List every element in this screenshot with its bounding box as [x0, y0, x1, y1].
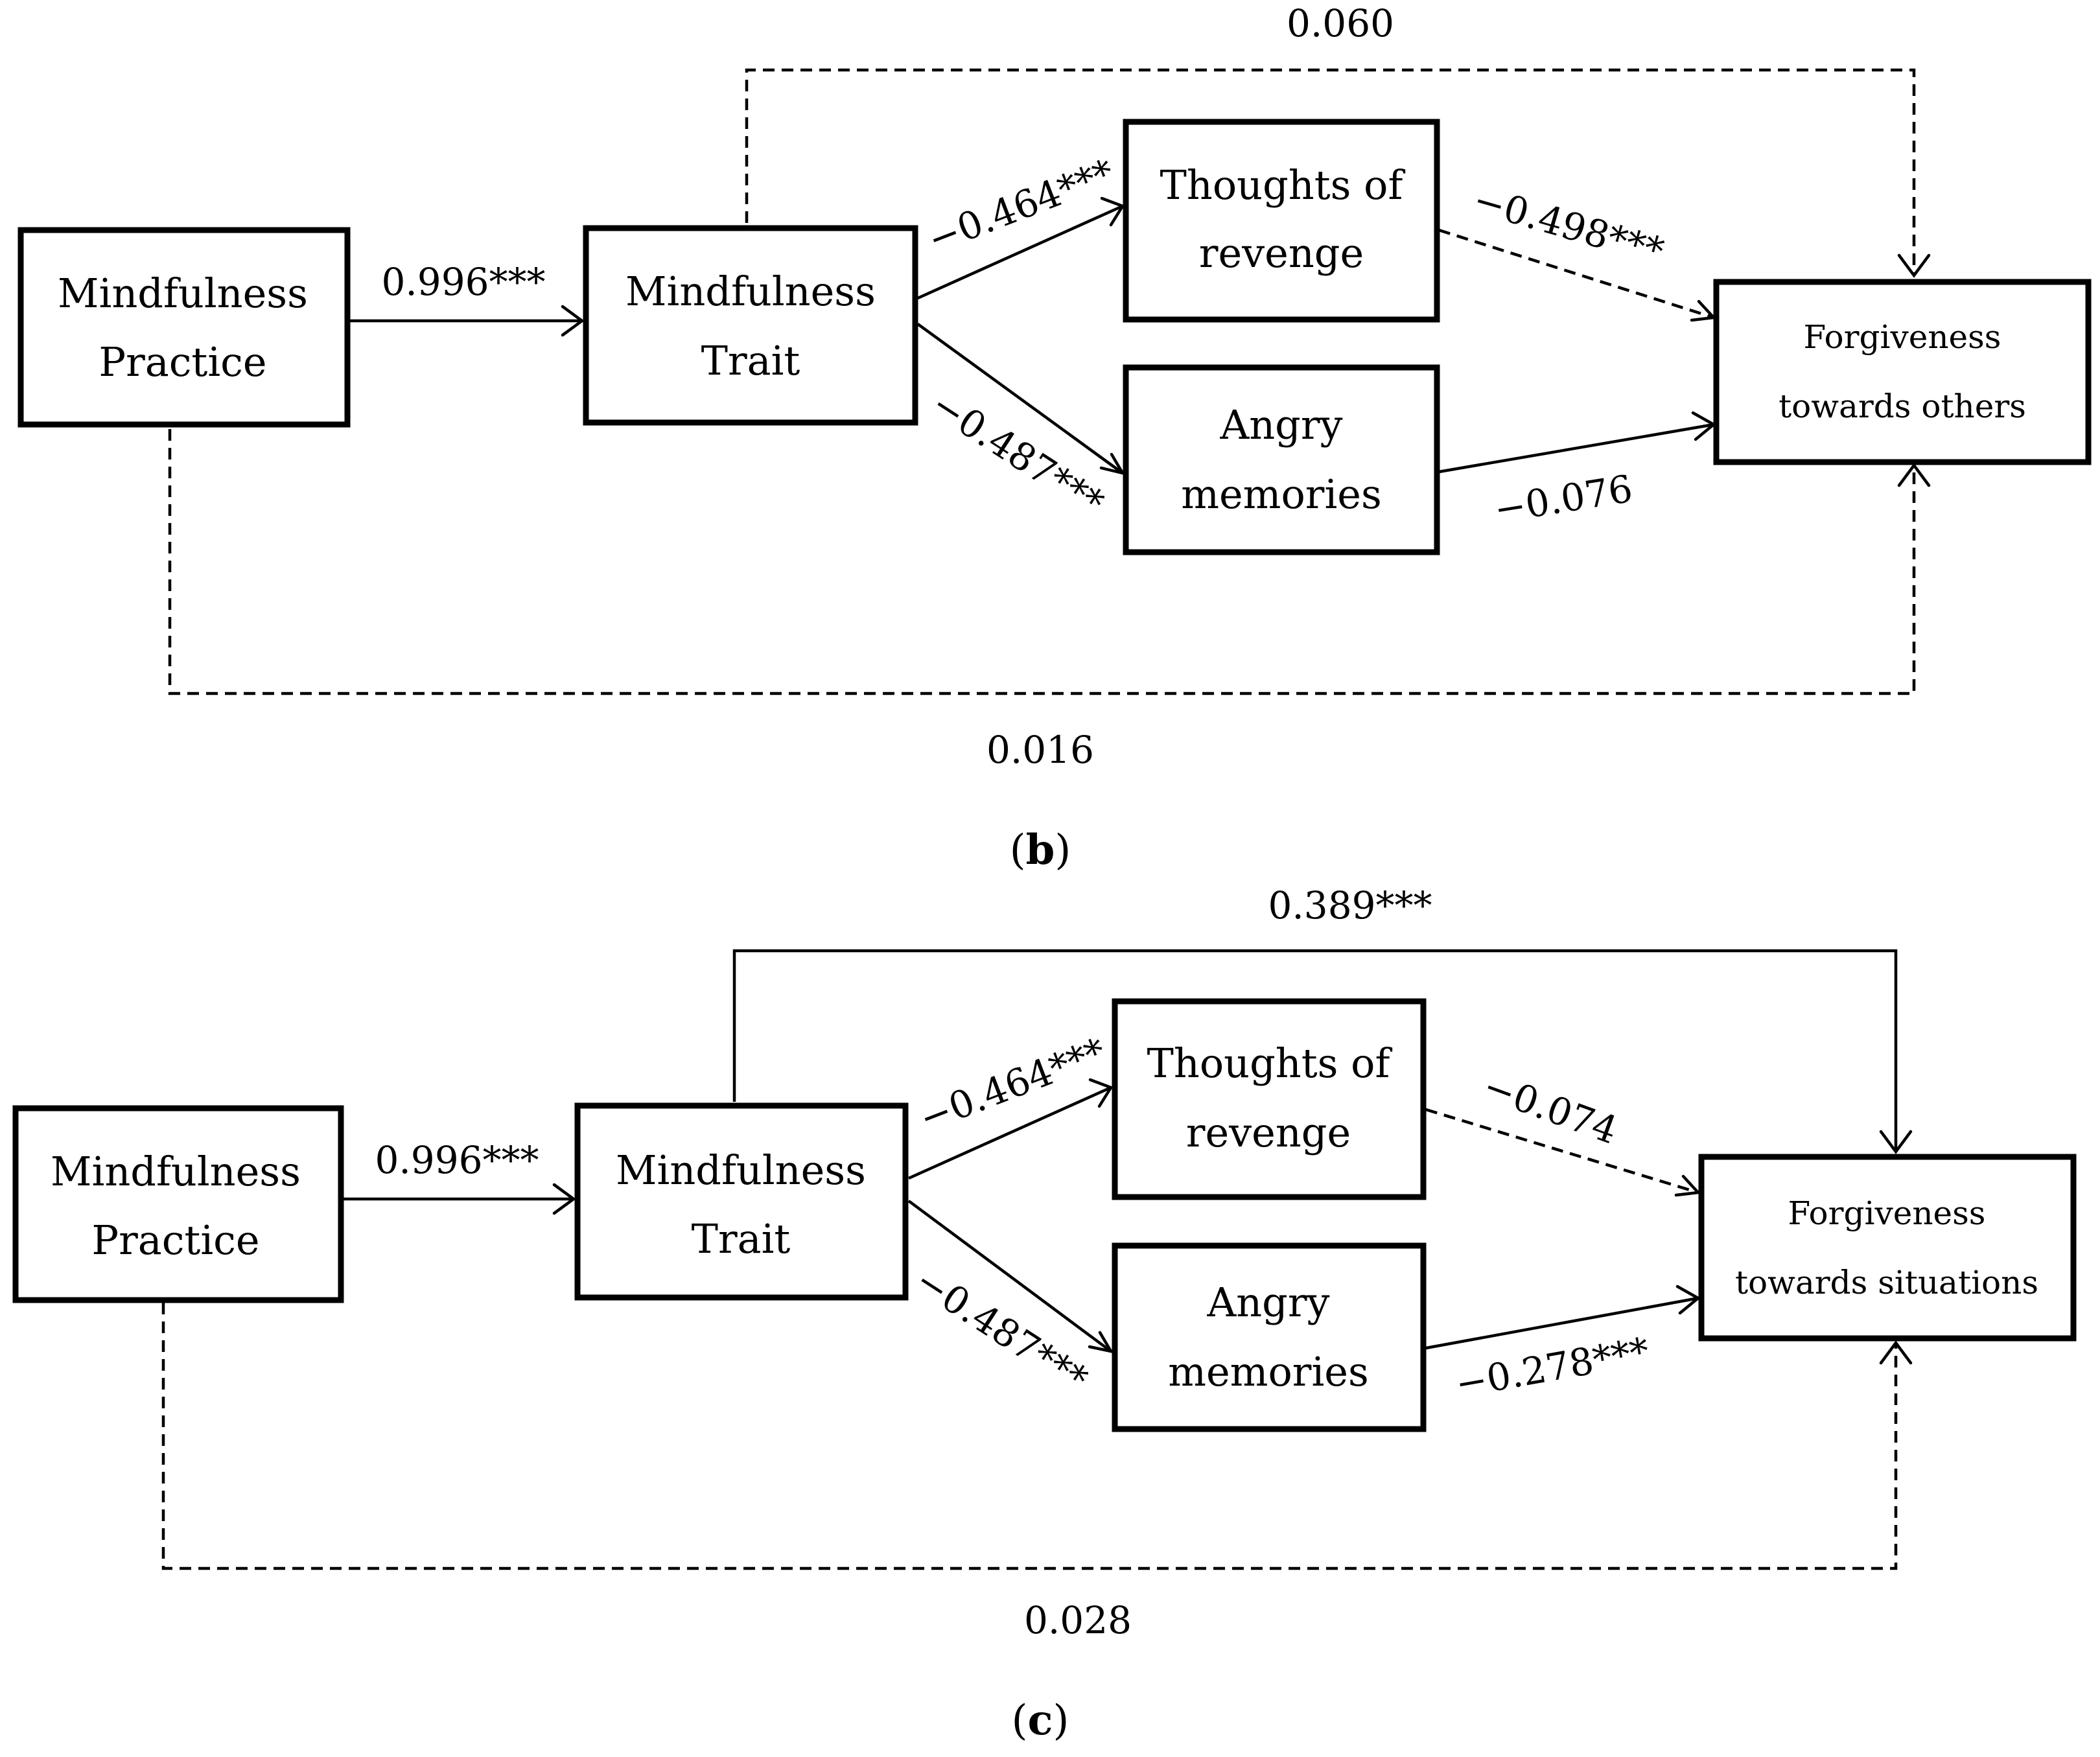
- path-b-practice-to-outcome: [168, 429, 1916, 695]
- node-c-outcome-line1: Forgiveness: [1788, 1194, 1986, 1232]
- node-c-thoughts-of-revenge: [1112, 998, 1427, 1200]
- coef-b-revenge-to-outcome: −0.498***: [1469, 178, 1669, 274]
- path-c-trait-to-angry: [907, 1200, 1112, 1353]
- arrowhead-c-trait-to-revenge: [1088, 1078, 1114, 1108]
- node-b-practice-line2: Practice: [99, 338, 266, 386]
- arrowhead-c-trait-to-angry: [1088, 1331, 1114, 1354]
- node-b-practice-line1: Mindfulness: [58, 270, 308, 317]
- node-c-forgiveness-situations: [1698, 1154, 2077, 1342]
- coef-c-trait-to-revenge: −0.464***: [913, 1029, 1112, 1141]
- node-c-practice-line1: Mindfulness: [51, 1148, 301, 1195]
- node-c-angry-memories: [1112, 1242, 1427, 1432]
- coef-b-practice-to-outcome: 0.016: [986, 728, 1094, 772]
- path-c-trait-to-revenge: [908, 1086, 1112, 1180]
- node-c-outcome-line2: towards situations: [1735, 1264, 2038, 1301]
- coef-c-angry-to-outcome: −0.278***: [1452, 1329, 1653, 1406]
- arrowhead-c-practice-to-trait: [552, 1183, 576, 1215]
- arrowhead-b-practice-to-outcome: [1897, 463, 1931, 487]
- node-b-outcome-line2: towards others: [1779, 388, 2026, 425]
- arrowhead-c-trait-to-outcome: [1879, 1130, 1913, 1154]
- arrowhead-c-practice-to-outcome: [1879, 1340, 1913, 1365]
- arrowhead-b-trait-to-outcome: [1897, 253, 1931, 278]
- node-b-angry-memories: [1123, 364, 1440, 555]
- node-b-angry-line2: memories: [1181, 471, 1382, 518]
- panel-label-c: (c): [1012, 1696, 1069, 1745]
- node-c-mindfulness-practice: [12, 1105, 344, 1303]
- coef-b-practice-to-trait: 0.996***: [381, 260, 545, 304]
- node-c-angry-line2: memories: [1168, 1348, 1369, 1395]
- path-c-practice-to-outcome: [161, 1303, 1898, 1570]
- coef-b-trait-to-angry: −0.487***: [924, 382, 1112, 525]
- arrowhead-c-revenge-to-outcome: [1674, 1174, 1701, 1197]
- coef-c-trait-to-angry: −0.487***: [907, 1258, 1095, 1401]
- node-c-angry-line1: Angry: [1206, 1279, 1329, 1326]
- coef-b-trait-to-revenge: −0.464***: [922, 150, 1120, 262]
- path-b-trait-to-angry: [916, 323, 1124, 474]
- node-b-revenge-line1: Thoughts of: [1160, 161, 1406, 209]
- path-b-angry-to-outcome: [1438, 423, 1714, 474]
- node-b-outcome-line1: Forgiveness: [1804, 318, 2001, 356]
- node-c-mindfulness-trait: [574, 1102, 909, 1301]
- node-b-trait-line2: Trait: [701, 337, 800, 384]
- node-c-revenge-line2: revenge: [1186, 1109, 1351, 1156]
- coef-c-practice-to-trait: 0.996***: [375, 1138, 539, 1182]
- coef-c-trait-to-outcome: 0.389***: [1268, 883, 1432, 927]
- node-b-thoughts-of-revenge: [1123, 119, 1440, 323]
- path-c-trait-to-outcome: [732, 949, 1898, 1152]
- arrowhead-b-practice-to-trait: [561, 305, 585, 337]
- node-b-angry-line1: Angry: [1219, 401, 1342, 448]
- path-b-trait-to-revenge: [917, 204, 1123, 300]
- node-c-revenge-line1: Thoughts of: [1147, 1040, 1393, 1087]
- coef-b-angry-to-outcome: −0.076: [1491, 467, 1636, 532]
- coef-b-trait-to-outcome: 0.060: [1287, 1, 1394, 45]
- coef-c-practice-to-outcome: 0.028: [1024, 1598, 1132, 1642]
- panel-label-b: (b): [1010, 826, 1071, 874]
- path-c-angry-to-outcome: [1425, 1296, 1699, 1350]
- arrowhead-b-trait-to-angry: [1099, 452, 1126, 476]
- path-b-trait-to-outcome: [745, 68, 1916, 275]
- node-b-mindfulness-practice: [18, 227, 351, 428]
- panel-c: Mindfulness Practice Mindfulness Trait T…: [12, 883, 2077, 1745]
- path-b-revenge-to-outcome: [1438, 228, 1714, 320]
- node-b-forgiveness-others: [1713, 279, 2092, 465]
- node-b-revenge-line2: revenge: [1199, 229, 1364, 277]
- panel-b: Mindfulness Practice Mindfulness Trait T…: [18, 1, 2092, 874]
- node-c-trait-line2: Trait: [692, 1215, 791, 1262]
- node-c-practice-line2: Practice: [91, 1216, 259, 1264]
- node-b-mindfulness-trait: [583, 225, 918, 426]
- arrowhead-b-trait-to-revenge: [1100, 196, 1125, 227]
- arrowhead-c-angry-to-outcome: [1675, 1285, 1701, 1315]
- node-b-trait-line1: Mindfulness: [625, 268, 876, 315]
- path-c-revenge-to-outcome: [1425, 1108, 1699, 1194]
- coef-c-revenge-to-outcome: −0.074: [1478, 1064, 1624, 1152]
- node-c-trait-line1: Mindfulness: [616, 1146, 866, 1194]
